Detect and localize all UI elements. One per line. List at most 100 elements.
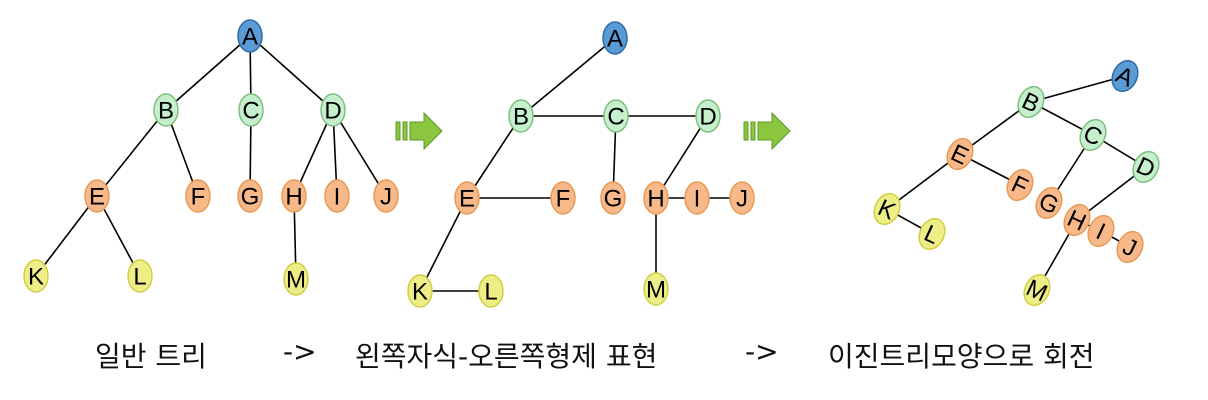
node-B: B [1017, 85, 1045, 119]
node-ellipse [550, 181, 576, 215]
node-M: M [283, 262, 309, 296]
node-F: F [550, 181, 576, 215]
edge-A-B [1030, 75, 1126, 103]
node-C: C [238, 93, 264, 127]
node-ellipse [873, 192, 901, 226]
node-label: L [133, 264, 146, 291]
edge-B-E [96, 109, 167, 197]
edge-A-B [165, 35, 251, 111]
node-G: G [600, 181, 626, 215]
caption-rotated: 이진트리모양으로 회전 [828, 340, 1095, 373]
arrow-head [757, 111, 791, 151]
node-label: J [380, 184, 392, 211]
node-ellipse [238, 93, 264, 127]
node-label: G [604, 186, 623, 213]
edge-D-H [655, 115, 709, 199]
arrow-stripe [743, 121, 749, 141]
node-label: B [513, 104, 529, 131]
node-ellipse [185, 179, 211, 213]
node-A: A [1111, 59, 1139, 93]
caption-general-tree: 일반 트리 [95, 340, 207, 373]
node-label: H [285, 184, 302, 211]
node-ellipse [1132, 150, 1160, 184]
node-F: F [1006, 168, 1034, 201]
node-J: J [729, 181, 755, 215]
node-B: B [153, 93, 179, 127]
node-label: G [241, 184, 260, 211]
node-ellipse [454, 181, 480, 215]
node-E: E [454, 181, 480, 215]
node-K: K [407, 274, 433, 308]
caption: 일반 트리 -> 왼쪽자식-오른쪽형제 표현 -> 이진트리모양으로 회전 [0, 335, 1208, 385]
node-K: K [23, 259, 49, 293]
node-F: F [185, 179, 211, 213]
node-label: A [607, 26, 623, 53]
node-C: C [603, 99, 629, 133]
node-ellipse [373, 179, 399, 213]
node-E: E [946, 137, 974, 171]
node-ellipse [1063, 203, 1091, 237]
node-label: A [242, 24, 258, 51]
edge-E-K [419, 197, 468, 292]
node-D: D [695, 99, 721, 133]
node-ellipse [237, 19, 263, 53]
node-ellipse [684, 181, 710, 215]
edge-D-J [332, 109, 387, 197]
edge-E-K [35, 195, 98, 277]
node-ellipse [1017, 85, 1045, 119]
node-ellipse [1079, 118, 1107, 152]
node-E: E [84, 179, 110, 213]
node-ellipse [407, 274, 433, 308]
node-L: L [127, 259, 153, 293]
node-B: B [508, 99, 534, 133]
node-ellipse [946, 137, 974, 171]
node-L: L [918, 217, 946, 251]
node-ellipse [478, 274, 504, 308]
node-H: H [643, 181, 669, 215]
node-label: M [286, 267, 306, 294]
node-M: M [1022, 273, 1051, 307]
node-ellipse [127, 259, 153, 293]
node-ellipse [1087, 214, 1115, 248]
node-ellipse [602, 21, 628, 55]
node-ellipse [23, 259, 49, 293]
node-label: M [646, 277, 666, 304]
node-J: J [373, 179, 399, 213]
node-label: H [647, 186, 664, 213]
node-I: I [1087, 214, 1115, 248]
node-ellipse [281, 179, 307, 213]
arrow-stripe [750, 121, 756, 141]
node-ellipse [324, 179, 350, 213]
node-M: M [643, 272, 669, 306]
node-label: K [412, 279, 428, 306]
node-label: F [191, 184, 206, 211]
edge-A-B [520, 37, 616, 117]
node-ellipse [153, 93, 179, 127]
node-label: K [28, 264, 44, 291]
node-A: A [602, 21, 628, 55]
node-ellipse [1116, 230, 1144, 264]
node-A: A [237, 19, 263, 53]
node-ellipse [320, 93, 346, 127]
node-label: F [556, 186, 571, 213]
caption-arrow-1: -> [283, 335, 317, 368]
node-label: L [484, 279, 497, 306]
node-label: B [158, 98, 174, 125]
node-label: C [242, 98, 259, 125]
node-ellipse [643, 181, 669, 215]
node-ellipse [508, 99, 534, 133]
node-ellipse [1111, 59, 1139, 93]
node-L: L [478, 274, 504, 308]
node-ellipse [643, 272, 669, 306]
node-G: G [237, 179, 263, 213]
transform-arrow-2 [743, 111, 791, 151]
node-G: G [1034, 186, 1063, 220]
node-I: I [324, 179, 350, 213]
node-label: C [607, 104, 624, 131]
edge-A-D [249, 35, 334, 111]
node-K: K [873, 192, 901, 226]
node-label: J [736, 186, 748, 213]
